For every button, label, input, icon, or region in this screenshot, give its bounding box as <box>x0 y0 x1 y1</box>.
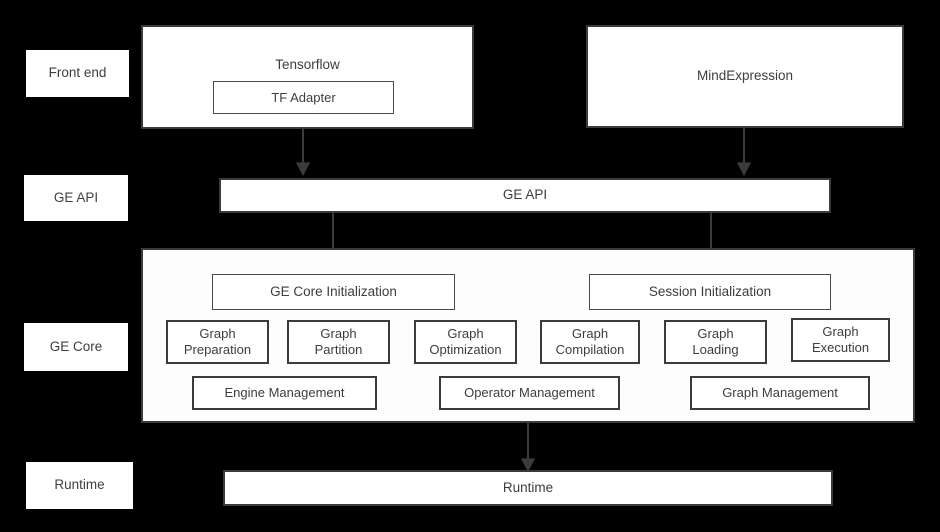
stage-label-runtime: Runtime <box>26 462 133 509</box>
graph-management-box[interactable]: Graph Management <box>690 376 870 410</box>
session-initialization-box[interactable]: Session Initialization <box>589 274 831 310</box>
graph-partition-box[interactable]: Graph Partition <box>287 320 390 364</box>
runtime-bar[interactable]: Runtime <box>223 470 833 506</box>
stage-label-ge-api: GE API <box>24 175 128 221</box>
ge-core-initialization-box[interactable]: GE Core Initialization <box>212 274 455 310</box>
graph-loading-box[interactable]: Graph Loading <box>664 320 767 364</box>
operator-management-box[interactable]: Operator Management <box>439 376 620 410</box>
mindexpression-box[interactable]: MindExpression <box>586 25 904 128</box>
graph-compilation-box[interactable]: Graph Compilation <box>540 320 640 364</box>
tensorflow-label: Tensorflow <box>275 57 340 72</box>
engine-management-box[interactable]: Engine Management <box>192 376 377 410</box>
tf-adapter-box[interactable]: TF Adapter <box>213 81 394 114</box>
graph-optimization-box[interactable]: Graph Optimization <box>414 320 517 364</box>
stage-label-ge-core: GE Core <box>24 323 128 371</box>
graph-execution-box[interactable]: Graph Execution <box>791 318 890 362</box>
ge-api-bar[interactable]: GE API <box>219 178 831 213</box>
stage-label-front-end: Front end <box>26 50 129 97</box>
graph-preparation-box[interactable]: Graph Preparation <box>166 320 269 364</box>
